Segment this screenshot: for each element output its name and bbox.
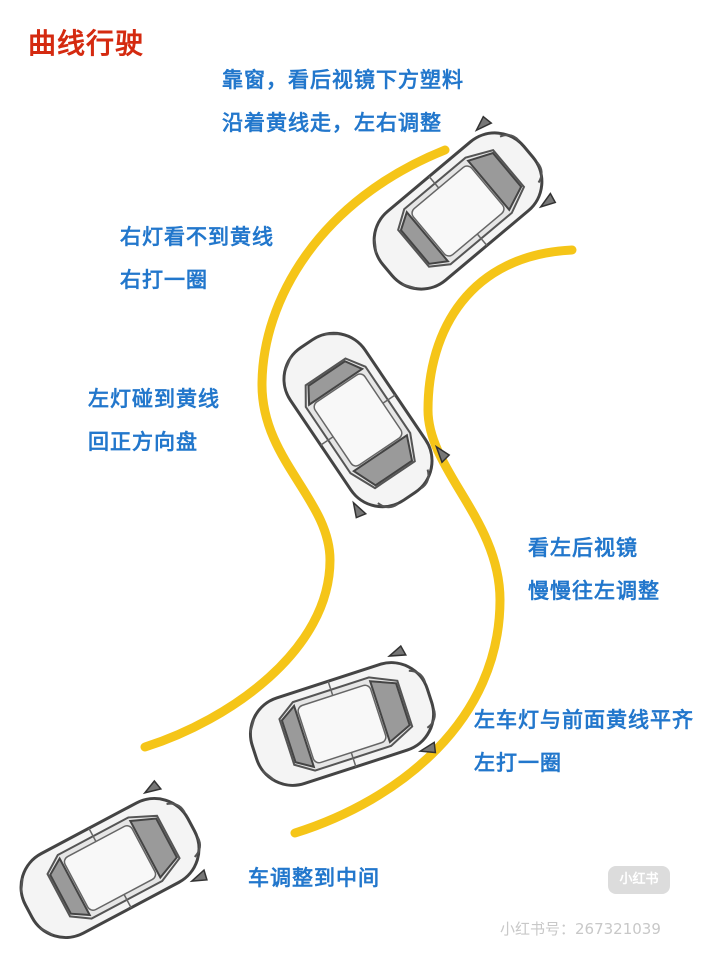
note-left-headlight-line2: 左打一圈 <box>474 751 562 775</box>
watermark-logo: 小红书 <box>608 866 670 894</box>
note-right-light-line2: 右打一圈 <box>120 268 208 292</box>
note-left-light-line1: 左灯碰到黄线 <box>88 387 220 411</box>
note-right-light-line1: 右灯看不到黄线 <box>120 225 274 249</box>
note-left-mirror-line1: 看左后视镜 <box>528 536 638 560</box>
note-left-mirror-line2: 慢慢往左调整 <box>528 579 660 603</box>
car-4 <box>0 773 220 959</box>
note-left-light-line2: 回正方向盘 <box>88 430 198 454</box>
note-center-line1: 车调整到中间 <box>248 866 380 890</box>
car-1 <box>350 107 566 315</box>
page-title: 曲线行驶 <box>28 27 145 60</box>
note-right-light: 右灯看不到黄线 右打一圈 <box>120 227 274 291</box>
watermark-id: 小红书号：2673210​39 <box>500 920 661 938</box>
note-left-headlight-line1: 左车灯与前面黄线平齐 <box>474 708 694 732</box>
note-left-headlight: 左车灯与前面黄线平齐 左打一圈 <box>474 710 694 774</box>
note-left-light: 左灯碰到黄线 回正方向盘 <box>88 389 220 453</box>
note-window-line2: 沿着黄线走，左右调整 <box>222 111 442 135</box>
car-3 <box>235 640 449 808</box>
note-left-mirror: 看左后视镜 慢慢往左调整 <box>528 538 660 602</box>
note-window-line1: 靠窗，看后视镜下方塑料 <box>222 68 464 92</box>
lane-line-inner <box>140 145 450 752</box>
note-window: 靠窗，看后视镜下方塑料 沿着黄线走，左右调整 <box>222 70 464 134</box>
note-center: 车调整到中间 <box>248 868 380 889</box>
lane-line-outer <box>290 245 577 838</box>
